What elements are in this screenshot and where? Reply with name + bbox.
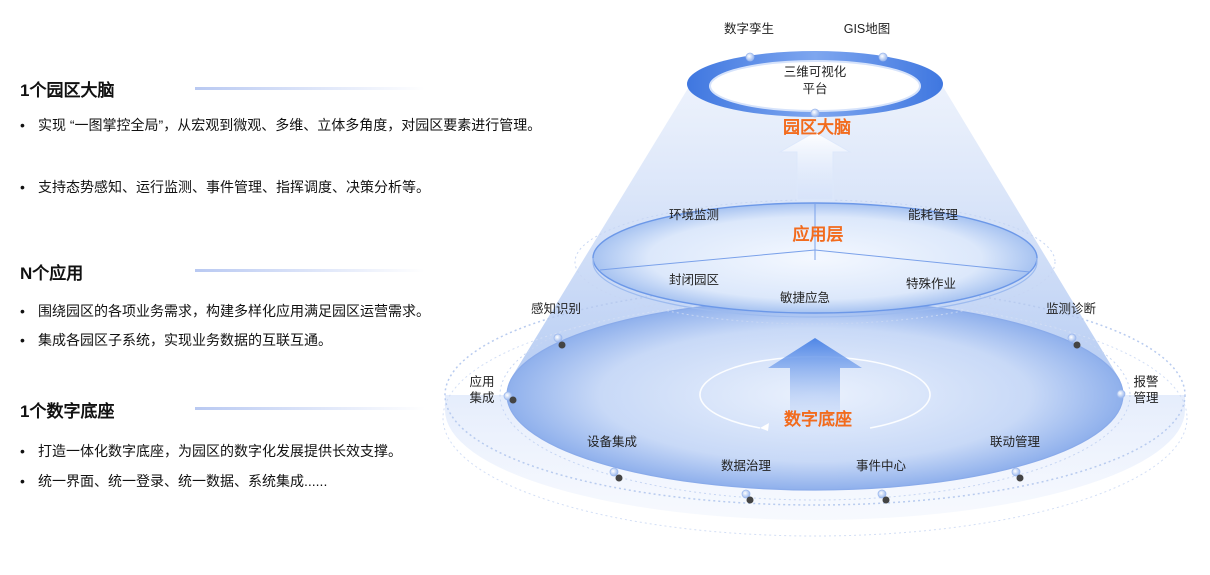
label-3d-platform-line1: 三维可视化: [784, 64, 847, 79]
section-title-brain: 1个园区大脑: [20, 81, 115, 100]
node-dot: [746, 496, 754, 504]
label-alarm-mgmt-1: 报警: [1133, 374, 1158, 389]
title-underline: [195, 87, 425, 90]
label-digital-twin: 数字孪生: [724, 21, 774, 36]
label-app-integration-1: 应用: [469, 374, 494, 389]
bullet-dot: •: [20, 473, 25, 489]
node-dot: [503, 391, 513, 401]
label-alarm-mgmt-2: 管理: [1133, 390, 1159, 405]
bullet-item: • 支持态势感知、运行监测、事件管理、指挥调度、决策分析等。: [20, 172, 550, 203]
bullet-text: 打造一体化数字底座，为园区的数字化发展提供长效支撑。: [38, 443, 402, 459]
label-device-integration: 设备集成: [587, 434, 637, 449]
node-dot: [1073, 341, 1081, 349]
node-dot: [509, 396, 517, 404]
rotation-arrow-head: [760, 423, 769, 431]
app-layer-disk-rim: [592, 258, 1038, 318]
label-energy-mgmt: 能耗管理: [908, 207, 959, 222]
label-agile-emergency: 敏捷应急: [780, 290, 830, 305]
base-inner-dotted-ring: [499, 289, 1131, 501]
label-env-monitoring: 环境监测: [669, 207, 719, 222]
app-up-arrow-glow: [778, 131, 852, 201]
node-dot: [1067, 333, 1077, 343]
app-divider: [599, 249, 816, 271]
bullet-item: • 打造一体化数字底座，为园区的数字化发展提供长效支撑。: [20, 436, 550, 467]
label-3d-platform-line2: 平台: [802, 81, 827, 96]
app-layer-dotted-ring: [574, 199, 1056, 325]
bullet-item: • 实现 “一图掌控全局”，从宏观到微观、多维、立体多角度，对园区要素进行管理。: [20, 110, 550, 141]
title-underline: [195, 269, 425, 272]
node-dot: [810, 108, 820, 118]
section-title-base: 1个数字底座: [20, 402, 115, 421]
base-up-arrow: [768, 338, 862, 430]
bullet-text: 统一界面、统一登录、统一数据、系统集成......: [38, 473, 328, 489]
bullet-dot: •: [20, 117, 25, 133]
label-app-integration-2: 集成: [469, 390, 494, 405]
node-dot: [1116, 389, 1126, 399]
bullet-text: 支持态势感知、运行监测、事件管理、指挥调度、决策分析等。: [38, 179, 430, 195]
label-data-governance: 数据治理: [721, 458, 772, 473]
node-dot: [741, 489, 751, 499]
label-gis-map: GIS地图: [844, 22, 891, 36]
bullet-dot: •: [20, 179, 25, 195]
app-divider: [814, 249, 1031, 273]
bullet-dot: •: [20, 443, 25, 459]
bullet-item: • 集成各园区子系统，实现业务数据的互联互通。: [20, 325, 550, 356]
bullet-text: 集成各园区子系统，实现业务数据的互联互通。: [38, 332, 332, 348]
node-dot: [877, 489, 887, 499]
node-dot: [615, 474, 623, 482]
title-underline: [195, 407, 425, 410]
node-dot: [878, 52, 888, 62]
node-dots: [503, 52, 1126, 504]
brain-ring-inner: [710, 61, 920, 111]
bullet-text: 实现 “一图掌控全局”，从宏观到微观、多维、立体多角度，对园区要素进行管理。: [38, 117, 542, 133]
bullet-dot: •: [20, 332, 25, 348]
node-dot: [1016, 474, 1024, 482]
node-dot: [882, 496, 890, 504]
label-perception: 感知识别: [531, 301, 581, 316]
node-dot: [1011, 467, 1021, 477]
label-monitoring-diagnosis: 监测诊断: [1046, 301, 1096, 316]
bullet-item: • 围绕园区的各项业务需求，构建多样化应用满足园区运营需求。: [20, 296, 550, 327]
bullet-text: 围绕园区的各项业务需求，构建多样化应用满足园区运营需求。: [38, 303, 430, 319]
layer-title-brain: 园区大脑: [783, 117, 851, 137]
section-title-apps: N个应用: [20, 264, 84, 283]
node-dot: [745, 52, 755, 62]
label-event-center: 事件中心: [856, 458, 907, 473]
label-linkage-mgmt: 联动管理: [990, 434, 1041, 449]
label-special-ops: 特殊作业: [906, 276, 956, 291]
node-dot: [553, 333, 563, 343]
node-dot: [609, 467, 619, 477]
layer-title-apps: 应用层: [793, 224, 844, 244]
label-closed-park: 封闭园区: [669, 273, 719, 287]
node-dot: [558, 341, 566, 349]
bullet-dot: •: [20, 303, 25, 319]
layer-title-base: 数字底座: [784, 409, 852, 429]
bullet-item: • 统一界面、统一登录、统一数据、系统集成......: [20, 466, 550, 497]
base-outer-dotted-ring: [442, 299, 1188, 537]
